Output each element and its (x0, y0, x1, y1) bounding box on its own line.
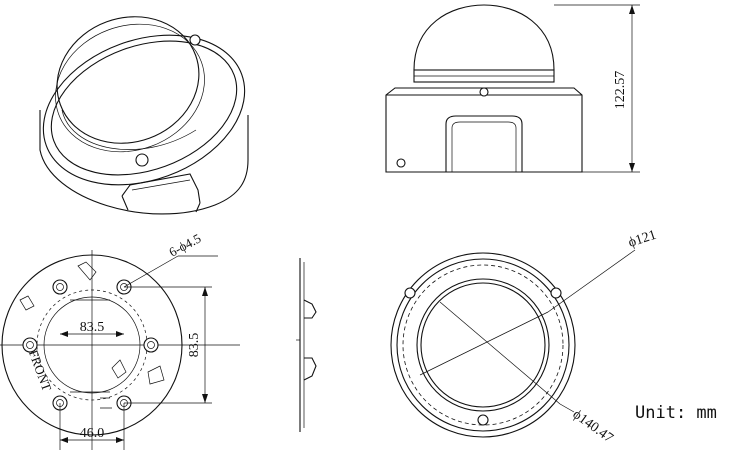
base-plate-profile (296, 258, 317, 432)
height-dimension: 122.57 (613, 71, 628, 110)
unit-label: Unit: mm (635, 403, 717, 423)
top-view: ϕ121 ϕ140.47 (390, 228, 659, 446)
isometric-view (39, 16, 249, 215)
hole-pitch-vertical: 83.5 (187, 333, 202, 358)
hole-pitch-horizontal: 83.5 (80, 320, 105, 335)
base-diameter: ϕ140.47 (570, 407, 616, 446)
outer-diameter: ϕ121 (627, 228, 659, 251)
hole-offset: 46.0 (80, 426, 105, 441)
hole-spec: 6-ϕ4.5 (166, 230, 203, 259)
mounting-holes (22, 279, 159, 411)
front-marking: FRONT (26, 348, 55, 393)
side-view: 122.57 (385, 4, 640, 173)
base-plate-view: FRONT 6-ϕ4.5 83.5 83.5 46.0 (0, 230, 240, 450)
